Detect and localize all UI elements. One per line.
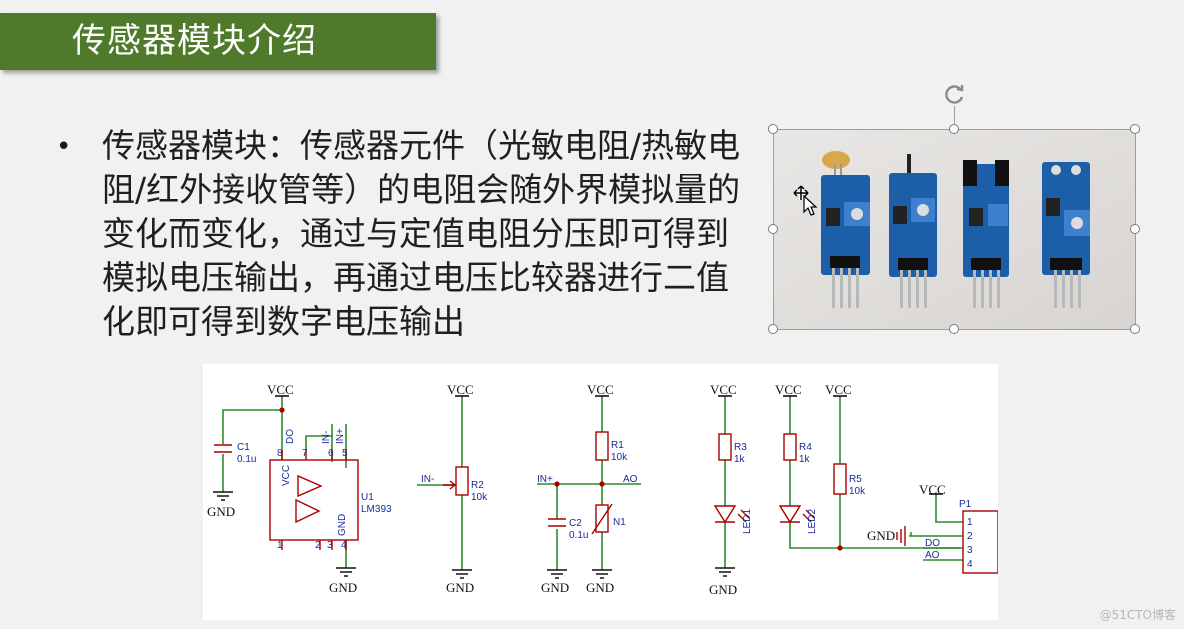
lm393-vcc-pin-label: VCC — [281, 465, 292, 486]
lm393-pin1: 1 — [277, 540, 283, 551]
c1-label: C1 — [237, 442, 250, 453]
p1-pin3: 3 — [967, 545, 973, 556]
resize-handle-r[interactable] — [1130, 224, 1140, 234]
lm393-pin2: 2 — [315, 540, 321, 551]
photoresistor-module-icon — [821, 151, 870, 308]
p1-pin4: 4 — [967, 559, 973, 570]
slide-title-bar: 传感器模块介绍 — [0, 13, 436, 70]
bullet-text[interactable]: 传感器模块：传感器元件（光敏电阻/热敏电阻/红外接收管等）的电阻会随外界模拟量的… — [102, 126, 741, 341]
r3-label: R3 — [734, 442, 747, 453]
rotate-connector — [954, 106, 955, 129]
gnd-label-6: GND — [709, 582, 737, 597]
vcc-label-6: VCC — [825, 382, 852, 397]
vcc-label-2: VCC — [447, 382, 474, 397]
resize-handle-tl[interactable] — [768, 124, 778, 134]
in-minus-label: IN- — [321, 431, 332, 444]
ir-receiver-module-icon — [1042, 162, 1090, 308]
c2-label: C2 — [569, 518, 582, 529]
slide-title: 传感器模块介绍 — [72, 21, 317, 61]
in-plus-label: IN+ — [335, 428, 346, 444]
p1-pin1: 1 — [967, 517, 973, 528]
lm393-pin7: 7 — [302, 448, 308, 459]
r2-label: R2 — [471, 480, 484, 491]
vcc-label-1: VCC — [267, 382, 294, 397]
c1-value: 0.1u — [237, 454, 256, 465]
lm393-pin4: 4 — [341, 540, 347, 551]
gnd-label-7: GND — [867, 528, 895, 543]
slot-sensor-module-icon — [963, 160, 1009, 308]
do-net-label-2: DO — [925, 538, 940, 549]
led2-label: LED2 — [807, 509, 818, 534]
sensor-modules-photo[interactable] — [773, 129, 1136, 330]
lm393-pin3: 3 — [327, 540, 333, 551]
gnd-label-2: GND — [329, 580, 357, 595]
bullet-point: • — [56, 132, 72, 162]
lm393-pin8: 8 — [277, 448, 283, 459]
thermistor-module-icon — [889, 154, 937, 308]
resize-handle-l[interactable] — [768, 224, 778, 234]
in-plus-label-2: IN+ — [537, 474, 553, 485]
rotate-handle-icon[interactable] — [943, 82, 967, 106]
n1-label: N1 — [613, 517, 626, 528]
p1-label: P1 — [959, 499, 972, 510]
resize-handle-b[interactable] — [949, 324, 959, 334]
vcc-label-3: VCC — [587, 382, 614, 397]
gnd-label-4: GND — [541, 580, 569, 595]
vcc-label-5: VCC — [775, 382, 802, 397]
lm393-label: LM393 — [361, 504, 392, 515]
ao-net-label-2: AO — [925, 550, 940, 561]
lm393-pin5: 5 — [342, 448, 348, 459]
led1-label: LED1 — [742, 509, 753, 534]
p1-pin2: 2 — [967, 531, 973, 542]
resize-handle-br[interactable] — [1130, 324, 1140, 334]
in-minus-label-2: IN- — [421, 474, 434, 485]
u1-label: U1 — [361, 492, 374, 503]
r3-value: 1k — [734, 454, 746, 465]
r4-value: 1k — [799, 454, 811, 465]
vcc-label-4: VCC — [710, 382, 737, 397]
resize-handle-tr[interactable] — [1130, 124, 1140, 134]
r1-value: 10k — [611, 452, 628, 463]
resize-handle-t[interactable] — [949, 124, 959, 134]
lm393-pin6: 6 — [328, 448, 334, 459]
c2-value: 0.1u — [569, 530, 588, 541]
move-cursor-icon — [793, 185, 818, 216]
r5-label: R5 — [849, 474, 862, 485]
vcc-label-7: VCC — [919, 482, 946, 497]
r5-value: 10k — [849, 486, 866, 497]
gnd-label-3: GND — [446, 580, 474, 595]
ao-net-label: AO — [623, 474, 638, 485]
lm393-gnd-pin-label: GND — [337, 514, 348, 536]
circuit-schematic: VCC VCC VCC VCC VCC VCC VCC GND GND GND … — [203, 364, 999, 620]
do-net-label: DO — [285, 429, 296, 444]
gnd-label-5: GND — [586, 580, 614, 595]
r2-value: 10k — [471, 492, 488, 503]
r1-label: R1 — [611, 440, 624, 451]
watermark: @51CTO博客 — [1099, 608, 1176, 622]
gnd-label-1: GND — [207, 504, 235, 519]
r4-label: R4 — [799, 442, 812, 453]
resize-handle-bl[interactable] — [768, 324, 778, 334]
